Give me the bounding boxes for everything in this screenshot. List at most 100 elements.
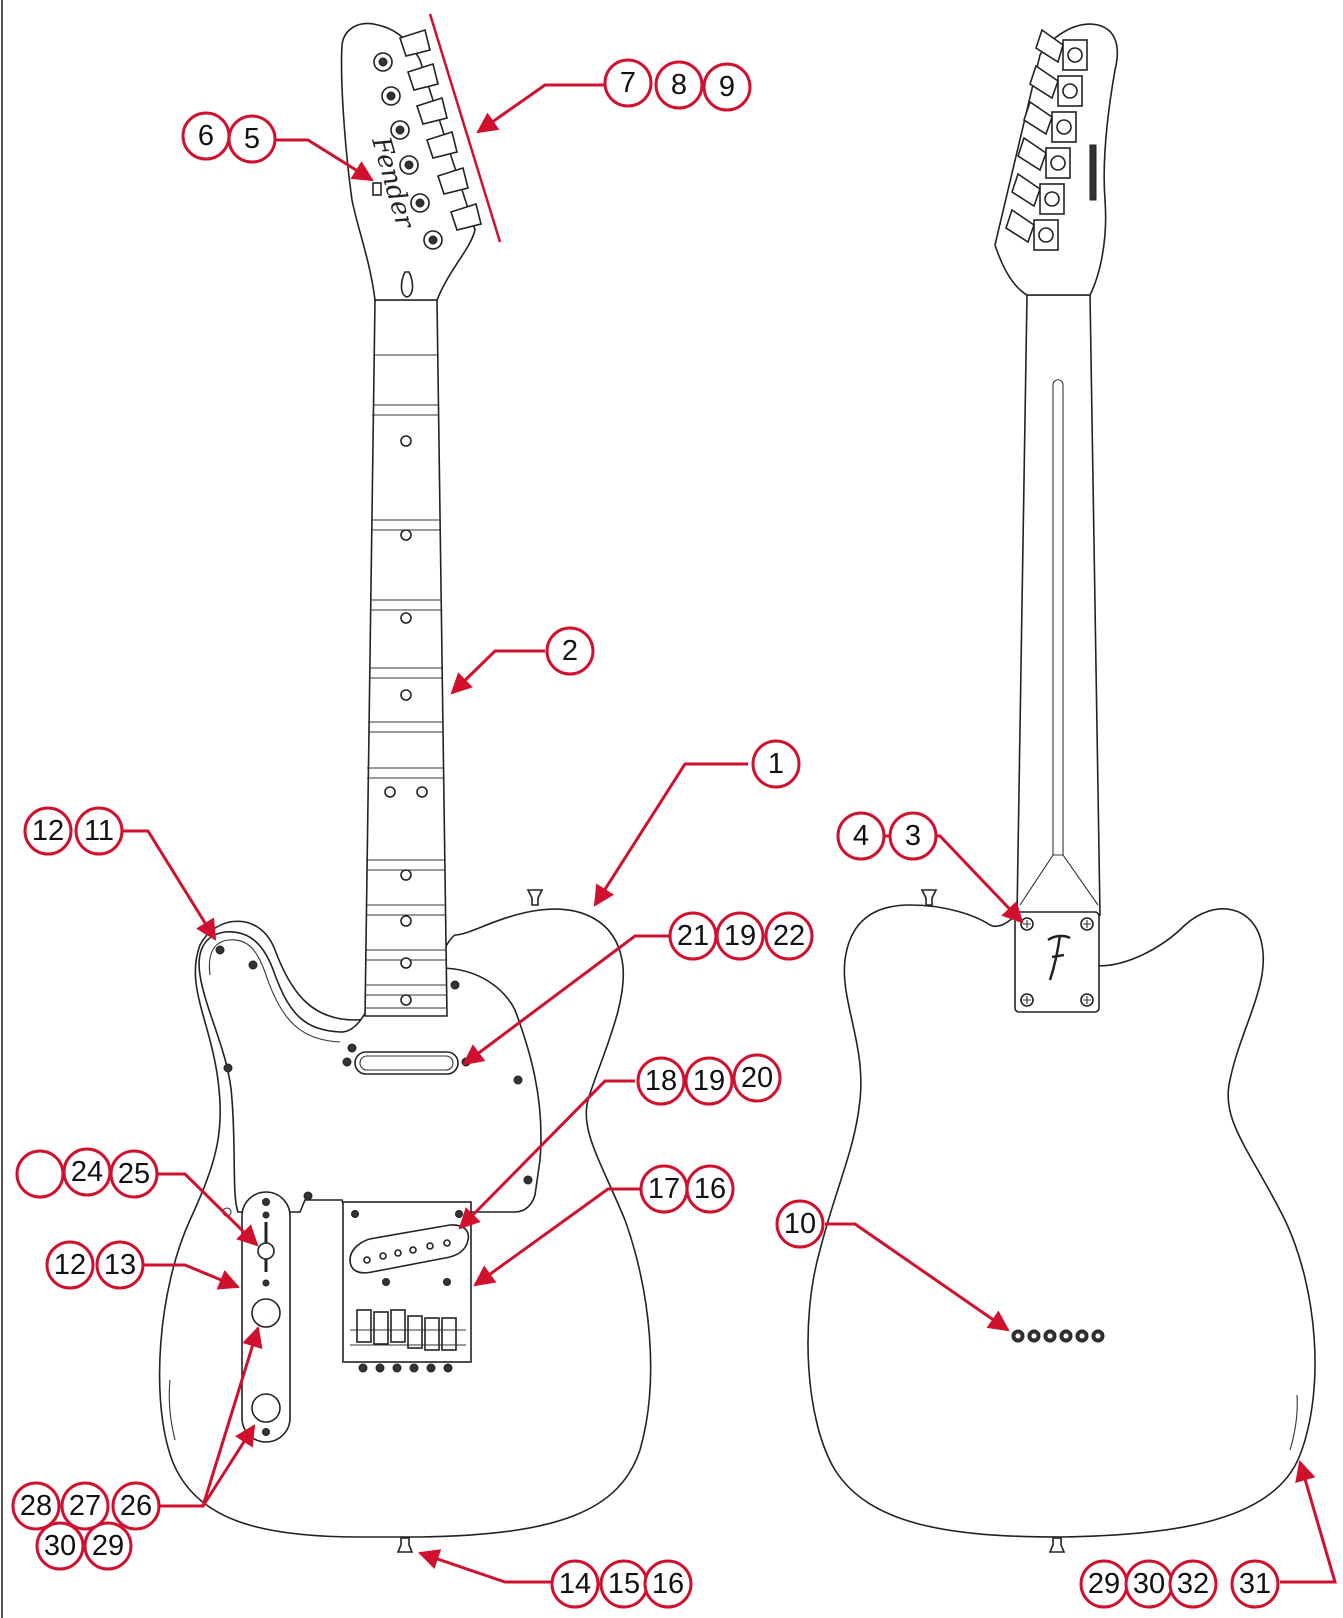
callout-32: 32 [1168,1559,1218,1609]
back-top-strap-button [920,889,938,906]
callout-20: 20 [732,1053,782,1103]
callout-11: 11 [74,806,124,856]
callout-4: 4 [836,811,886,861]
callout-16-right: 16 [685,1164,735,1214]
bridge-pickup-poles [363,1239,451,1264]
callout-31: 31 [1230,1559,1280,1609]
fret-markers [384,435,428,1006]
back-bottom-strap-button [1048,1537,1066,1553]
svg-text:19: 19 [724,920,756,952]
callout-25: 25 [109,1149,159,1199]
callout-8: 8 [654,60,704,110]
callout-12-top: 12 [23,806,73,856]
svg-text:25: 25 [118,1158,150,1190]
svg-text:8: 8 [671,69,687,101]
callout-30-left: 30 [35,1521,85,1571]
callout-29-left: 29 [83,1521,133,1571]
back-headstock-serial [1089,144,1097,201]
svg-text:10: 10 [784,1208,816,1240]
back-string-ferrules [1011,1329,1105,1343]
back-neck [1016,294,1101,916]
neck-pickup [354,1051,459,1075]
bridge-string-ferrules [358,1363,453,1373]
callout-19-bottom: 19 [684,1056,734,1106]
headstock-small-mark [372,182,382,196]
svg-text:29: 29 [1088,1568,1120,1600]
front-top-strap-button [526,889,544,906]
callout-5: 5 [227,114,277,164]
pickguard-screws [215,945,533,1201]
neck-heel-lines [1019,854,1099,906]
svg-text:29: 29 [92,1530,124,1562]
svg-text:4: 4 [853,820,869,852]
tone-knob [251,1393,281,1423]
pickguard-inner-line [208,939,341,1043]
callout-16-bottom: 16 [643,1559,693,1609]
callout-29-right: 29 [1079,1559,1129,1609]
callout-24: 24 [62,1147,112,1197]
svg-text:21: 21 [677,920,709,952]
callout-14: 14 [550,1559,600,1609]
front-tuner-keys [398,28,482,231]
callout-26: 26 [111,1481,161,1531]
svg-text:16: 16 [652,1568,684,1600]
callout-30-right: 30 [1124,1559,1174,1609]
svg-text:2: 2 [562,635,578,667]
callout-17: 17 [639,1164,689,1214]
bridge-pickup [349,1224,470,1274]
svg-text:22: 22 [773,920,805,952]
svg-text:12: 12 [54,1249,86,1281]
callouts: 7 8 9 6 5 2 1 4 3 12 11 21 19 22 18 19 2… [11,58,1280,1609]
neck-plate-f-logo [1047,934,1071,981]
string-tree [400,271,414,298]
svg-text:32: 32 [1177,1568,1209,1600]
svg-text:26: 26 [120,1490,152,1522]
callout-22: 22 [764,911,814,961]
selector-switch-tip [257,1242,275,1260]
callout-7: 7 [603,58,653,108]
svg-text:11: 11 [84,815,114,847]
svg-text:24: 24 [71,1156,103,1188]
svg-text:7: 7 [620,67,636,99]
callout-18: 18 [636,1056,686,1106]
volume-knob [251,1298,281,1328]
callout-3: 3 [888,811,938,861]
svg-text:16: 16 [694,1173,726,1205]
svg-text:28: 28 [20,1490,52,1522]
callout-1: 1 [751,739,801,789]
headstock-reference-line [428,13,502,243]
svg-text:12: 12 [32,815,64,847]
back-body-edge [1289,1394,1298,1451]
front-view-guitar: Fender [158,13,652,1553]
svg-text:30: 30 [44,1530,76,1562]
svg-text:19: 19 [693,1065,725,1097]
callout-6: 6 [181,111,231,161]
back-tuner-housings [1033,39,1088,251]
front-body-edge [168,1379,176,1441]
bridge-saddles [350,1309,466,1351]
svg-text:9: 9 [719,71,735,103]
svg-text:31: 31 [1239,1568,1271,1600]
svg-text:5: 5 [244,123,260,155]
svg-text:20: 20 [741,1062,773,1094]
svg-text:27: 27 [69,1490,101,1522]
svg-text:6: 6 [198,120,214,152]
callout-28: 28 [11,1481,61,1531]
front-tuner-posts [373,52,443,250]
svg-text:18: 18 [645,1065,677,1097]
svg-text:15: 15 [608,1568,640,1600]
svg-text:13: 13 [104,1249,136,1281]
back-tuner-keys [1005,28,1064,244]
svg-text:17: 17 [648,1173,680,1205]
callout-10: 10 [775,1199,825,1249]
back-body-outline [807,904,1316,1538]
svg-text:30: 30 [1133,1568,1165,1600]
callout-13: 13 [95,1240,145,1290]
callout-27: 27 [60,1481,110,1531]
svg-text:3: 3 [905,820,921,852]
front-bottom-strap-button [396,1537,414,1553]
back-view-guitar [807,23,1316,1553]
callout-19-top: 19 [715,911,765,961]
callout-2: 2 [545,626,595,676]
